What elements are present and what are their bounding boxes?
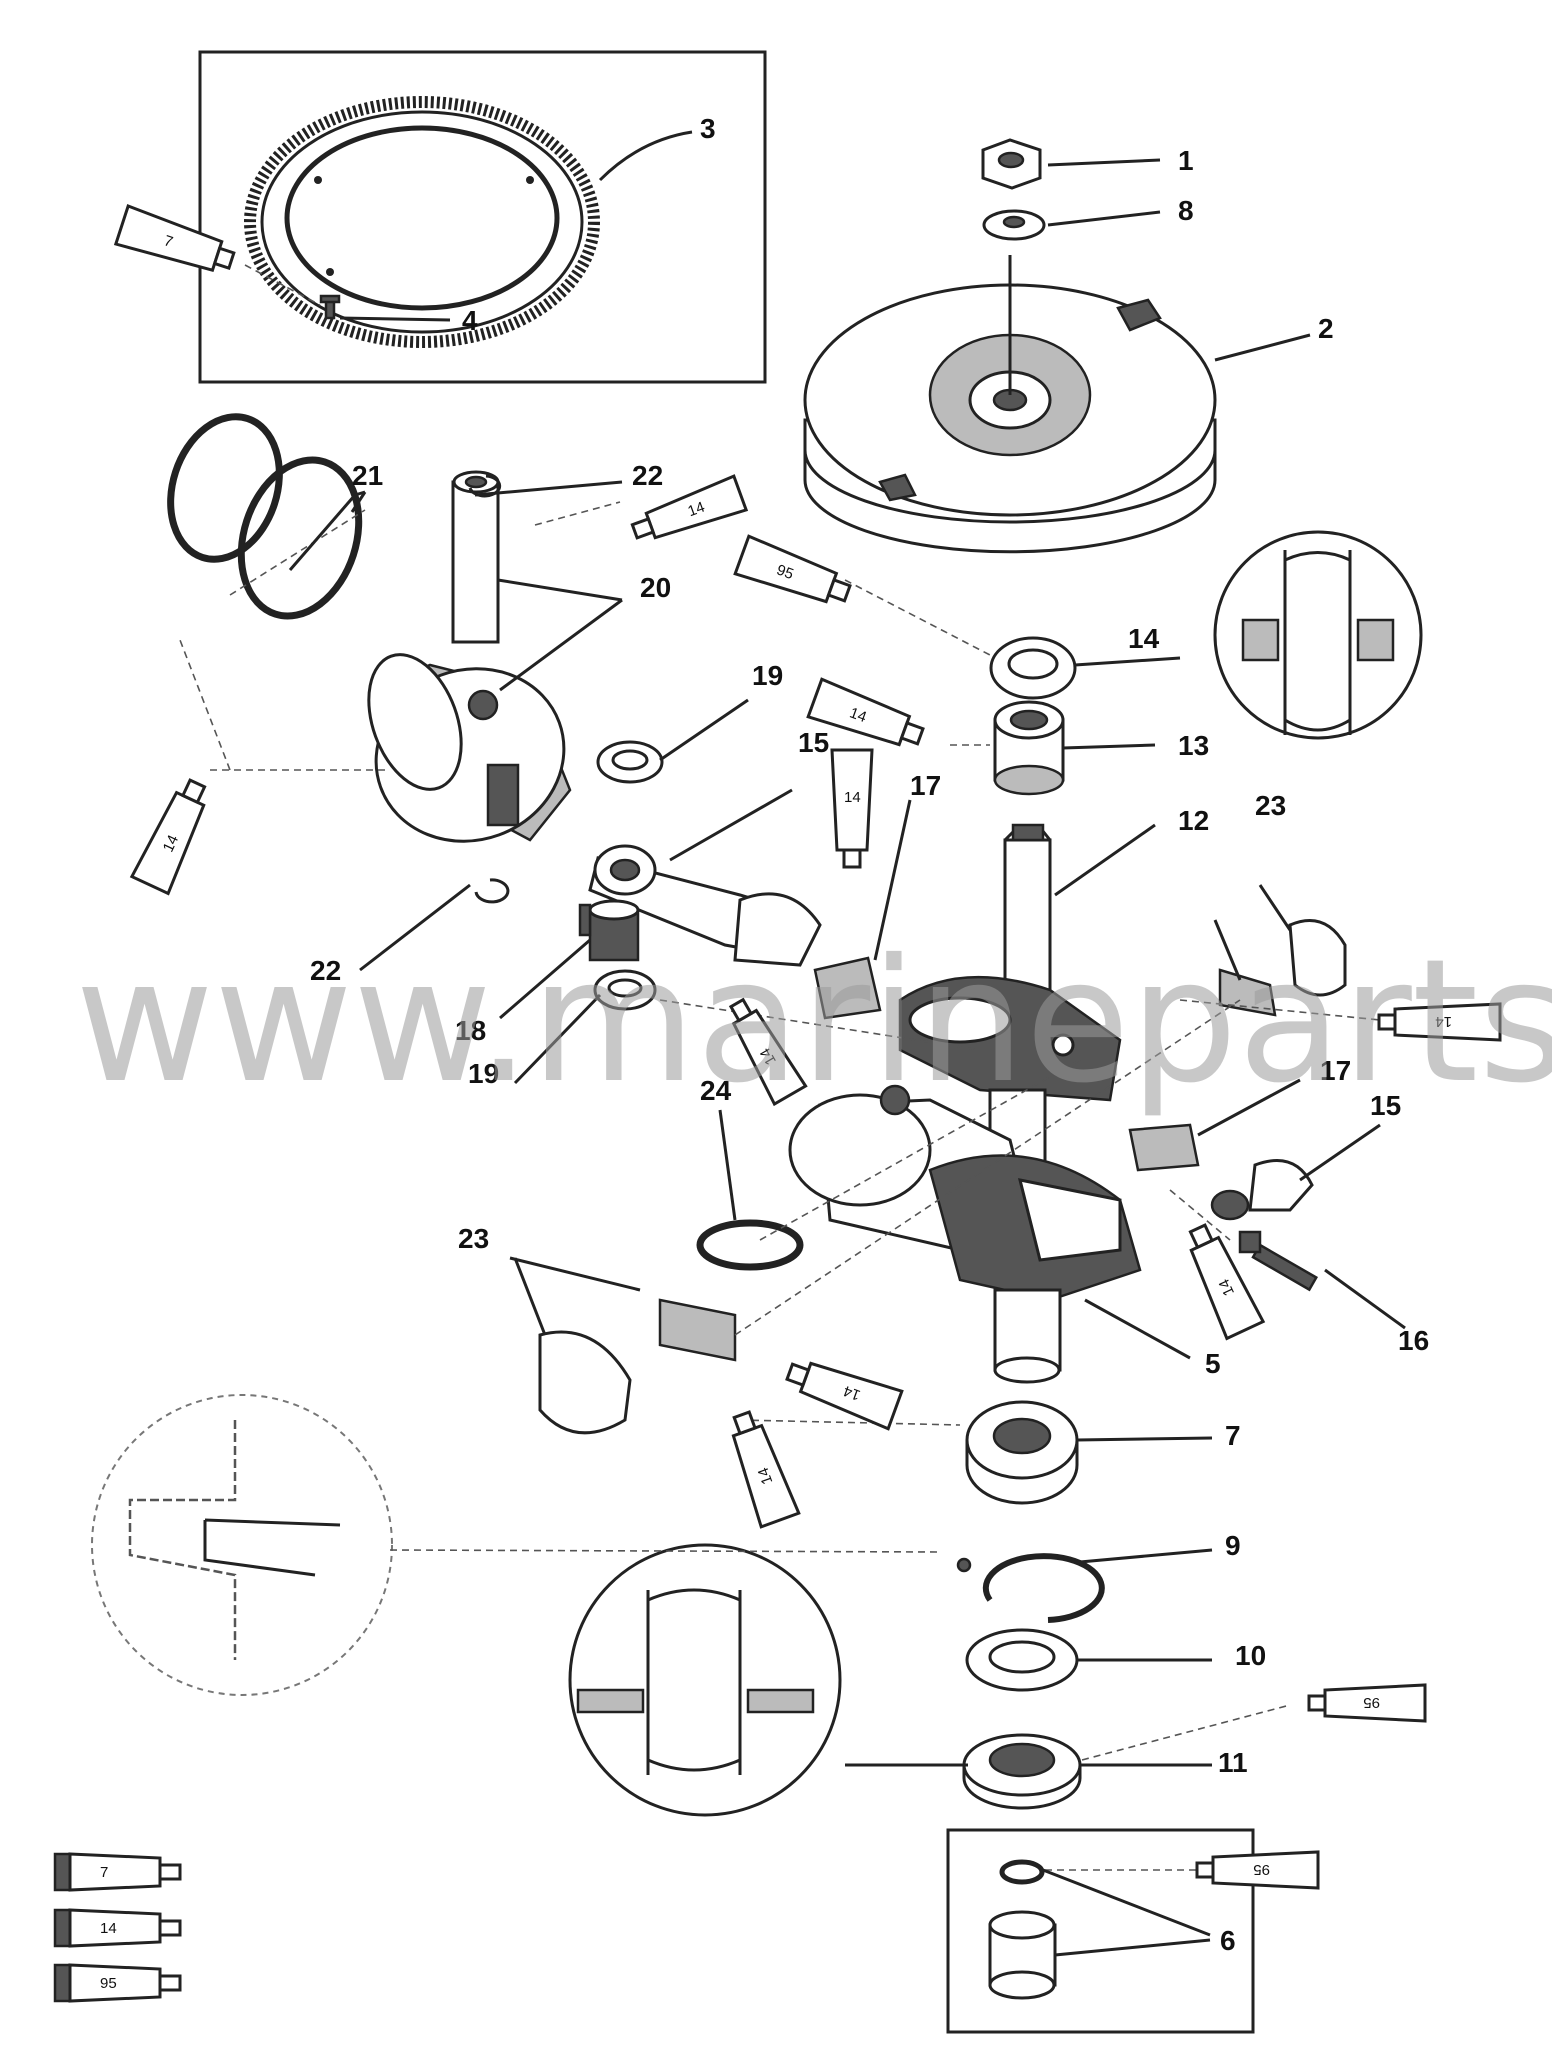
- main-bearing-23-right: [1218, 919, 1347, 1017]
- callout: 11: [1218, 1747, 1248, 1778]
- callout: 22: [310, 955, 341, 986]
- legend-tube-14: 14: [53, 1908, 182, 1948]
- bushing-6: [988, 1910, 1057, 2000]
- seal-detail-upper: [1213, 530, 1423, 740]
- bearing-cage-17-lower: [1128, 1123, 1200, 1172]
- callout: 7: [1225, 1420, 1241, 1451]
- legend-tube-7: 7: [53, 1852, 182, 1892]
- callout: 2: [1318, 313, 1334, 344]
- callout: 14: [1128, 623, 1160, 654]
- piston: [367, 653, 572, 843]
- watermark: www.marineparts.eu: [75, 923, 1552, 1121]
- lube-tube-14-bearing18: 14: [728, 997, 808, 1107]
- callout: 24: [700, 1075, 732, 1106]
- lube-tube-14-rod: 14: [830, 748, 874, 869]
- lube-tube-95-seal11: 95: [1307, 1683, 1427, 1723]
- main-bearing-23-left: [538, 1298, 737, 1435]
- callout: 16: [1398, 1325, 1429, 1356]
- callout: 15: [798, 727, 829, 758]
- callout: 18: [455, 1015, 486, 1046]
- tube-label: 14: [160, 832, 182, 854]
- callout: 5: [1205, 1348, 1221, 1379]
- callout: 4: [462, 305, 478, 336]
- connecting-rod: [588, 844, 822, 967]
- lube-tube-14-rodcap: 14: [1188, 1223, 1266, 1341]
- tube-label: 14: [686, 499, 707, 521]
- retaining-ring-9: [956, 1553, 1105, 1623]
- bushing-inset-box: [946, 1828, 1255, 2034]
- needle-bearing-18: [578, 899, 640, 962]
- flywheel: [803, 255, 1217, 554]
- callout: 21: [352, 460, 383, 491]
- tube-label: 14: [1216, 1276, 1238, 1298]
- callout: 19: [468, 1058, 499, 1089]
- lube-tube-95-oring: 95: [1195, 1850, 1320, 1890]
- lube-tube-14-bearing: 14: [806, 677, 925, 747]
- legend-tube-95: 95: [53, 1963, 182, 2003]
- tube-label: 14: [757, 1045, 780, 1068]
- crankshaft: [788, 823, 1142, 1384]
- seal-14: [989, 636, 1077, 700]
- lube-tube-14-pin: 14: [630, 474, 749, 540]
- piston-rings: [167, 413, 363, 620]
- oil-seal-11: [962, 1733, 1082, 1810]
- ball-bearing-7: [965, 1400, 1079, 1505]
- callout: 20: [640, 572, 671, 603]
- callout: 17: [910, 770, 941, 801]
- ring-gear-inset-box: [198, 50, 767, 384]
- screw-4: [319, 294, 341, 320]
- callout: 15: [1370, 1090, 1401, 1121]
- callout: 23: [458, 1223, 489, 1254]
- nut-1: [981, 138, 1042, 190]
- tube-label: 14: [755, 1465, 777, 1486]
- o-ring-6: [999, 1859, 1045, 1885]
- tube-label: 14: [1435, 1013, 1452, 1030]
- tube-label: 14: [844, 789, 861, 806]
- lube-tube-14-main: 14: [1377, 1002, 1502, 1042]
- callout: 3: [700, 113, 716, 144]
- callout: 22: [632, 460, 663, 491]
- washer-10: [965, 1628, 1079, 1692]
- callout: 10: [1235, 1640, 1266, 1671]
- callout: 13: [1178, 730, 1209, 761]
- rod-cap-15: [1210, 1159, 1314, 1221]
- tube-label: 95: [1363, 1694, 1380, 1711]
- callout: 17: [1320, 1055, 1351, 1086]
- callout: 12: [1178, 805, 1209, 836]
- callout: 6: [1220, 1925, 1236, 1956]
- tube-label: 14: [841, 1382, 862, 1404]
- callout: 8: [1178, 195, 1194, 226]
- detail-leader-dashed: [389, 1549, 941, 1553]
- seal-detail-lower: [568, 1543, 842, 1817]
- washer-8: [982, 209, 1046, 241]
- clip-22-lower: [474, 878, 510, 904]
- tube-label: 95: [1253, 1861, 1270, 1878]
- rod-bolt-16: [1238, 1230, 1318, 1292]
- legend-label: 95: [100, 1975, 117, 1992]
- ring-gear: [244, 96, 600, 348]
- leader-lines: [288, 130, 1406, 1957]
- retainer-groove-detail: [91, 1394, 393, 1696]
- bearing-cage-17-upper: [813, 956, 882, 1020]
- callout: 1: [1178, 145, 1194, 176]
- wrist-pin: [451, 470, 500, 644]
- callout: 19: [752, 660, 783, 691]
- callout: 9: [1225, 1530, 1241, 1561]
- callout: 23: [1255, 790, 1286, 821]
- callout-numbers: 1 8 2 3 4 21 22 14 20 19 15 17 13 12 23 …: [310, 113, 1429, 1956]
- legend-label: 14: [100, 1920, 117, 1937]
- tube-label: 14: [847, 704, 868, 726]
- lube-tube-14-bottom: 14: [785, 1361, 904, 1431]
- lube-tube-14-piston: 14: [129, 778, 207, 896]
- lube-tube-7-inset: 7: [113, 204, 236, 272]
- bearing-13: [993, 700, 1065, 796]
- lube-tube-95-seal: 95: [733, 534, 852, 604]
- tube-label: 95: [774, 561, 795, 583]
- lube-tube-14-lower: 14: [731, 1410, 801, 1529]
- legend-label: 7: [100, 1864, 108, 1881]
- piston-ring-24: [696, 1219, 804, 1271]
